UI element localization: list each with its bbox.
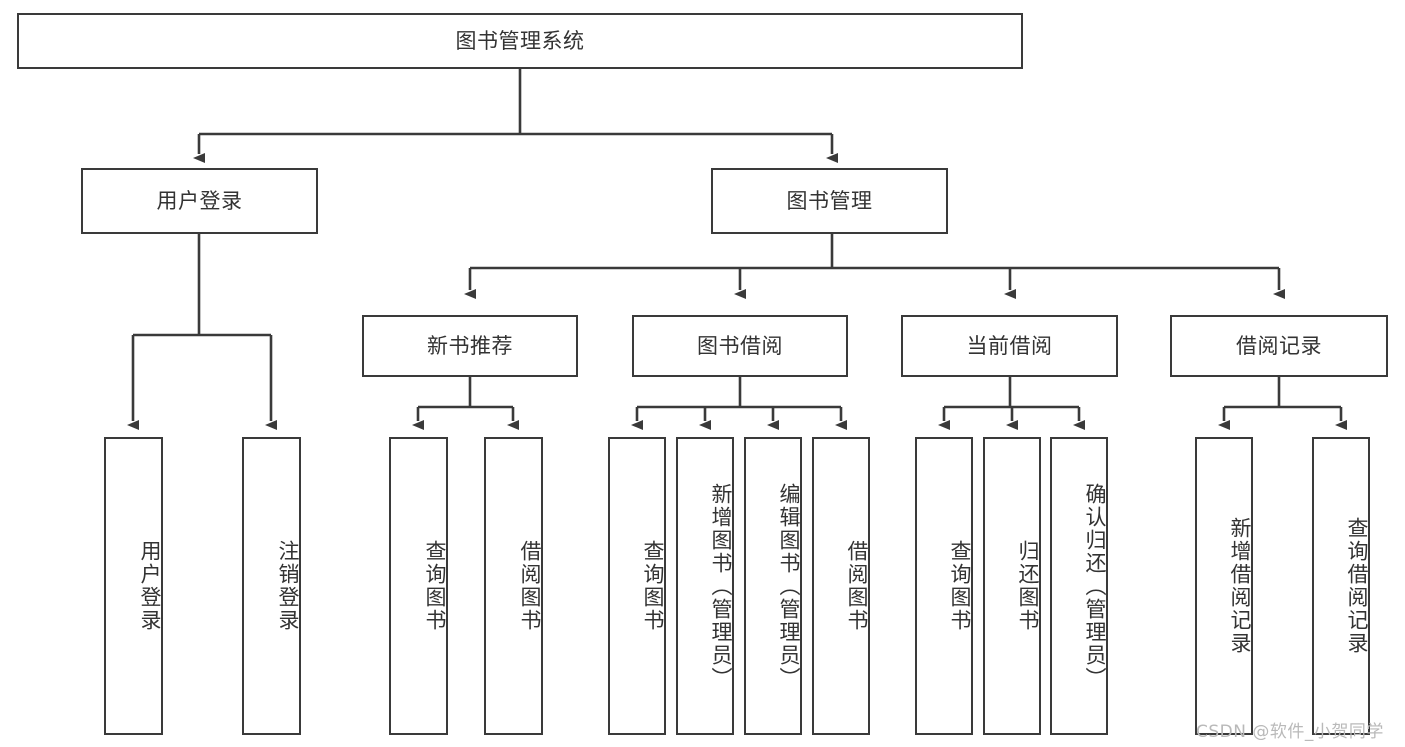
node-leaf-query-record[interactable]: 查询借阅记录: [1312, 437, 1370, 735]
node-leaf-query-book-1[interactable]: 查询图书: [389, 437, 448, 735]
node-label: 查询借阅记录: [1345, 517, 1369, 655]
node-book-manage[interactable]: 图书管理: [711, 168, 948, 234]
node-label: 归还图书: [1016, 540, 1040, 632]
node-leaf-query-book-2[interactable]: 查询图书: [608, 437, 666, 735]
node-leaf-user-login[interactable]: 用户登录: [104, 437, 163, 735]
node-label: 查询图书: [948, 540, 972, 632]
node-current-borrow[interactable]: 当前借阅: [901, 315, 1118, 377]
node-leaf-edit-book[interactable]: 编辑图书（管理员）: [744, 437, 802, 735]
node-borrow-record[interactable]: 借阅记录: [1170, 315, 1388, 377]
node-new-book-rec[interactable]: 新书推荐: [362, 315, 578, 377]
node-leaf-add-book[interactable]: 新增图书（管理员）: [676, 437, 734, 735]
node-leaf-confirm-return[interactable]: 确认归还（管理员）: [1050, 437, 1108, 735]
node-root-system[interactable]: 图书管理系统: [17, 13, 1023, 69]
node-label: 新增图书（管理员）: [709, 482, 733, 690]
node-label: 注销登录: [276, 540, 300, 632]
node-leaf-query-book-3[interactable]: 查询图书: [915, 437, 973, 735]
node-label: 图书管理系统: [455, 28, 585, 53]
watermark-text: CSDN @软件_小贺同学: [1196, 722, 1384, 742]
node-label: 用户登录: [138, 540, 162, 632]
node-label: 用户登录: [156, 188, 243, 213]
node-label: 借阅图书: [518, 540, 542, 632]
node-label: 新书推荐: [427, 333, 513, 358]
node-label: 确认归还（管理员）: [1083, 482, 1107, 690]
node-label: 借阅记录: [1236, 333, 1322, 358]
node-leaf-logout[interactable]: 注销登录: [242, 437, 301, 735]
node-leaf-return-book[interactable]: 归还图书: [983, 437, 1041, 735]
node-leaf-borrow-book-2[interactable]: 借阅图书: [812, 437, 870, 735]
node-user-login[interactable]: 用户登录: [81, 168, 318, 234]
node-label: 查询图书: [423, 540, 447, 632]
node-leaf-add-record[interactable]: 新增借阅记录: [1195, 437, 1253, 735]
node-label: 借阅图书: [845, 540, 869, 632]
node-leaf-borrow-book-1[interactable]: 借阅图书: [484, 437, 543, 735]
node-label: 图书借阅: [697, 333, 783, 358]
node-label: 编辑图书（管理员）: [777, 482, 801, 690]
node-book-borrow[interactable]: 图书借阅: [632, 315, 848, 377]
node-label: 查询图书: [641, 540, 665, 632]
node-label: 当前借阅: [966, 333, 1053, 358]
node-label: 新增借阅记录: [1228, 517, 1252, 655]
node-label: 图书管理: [786, 188, 873, 213]
